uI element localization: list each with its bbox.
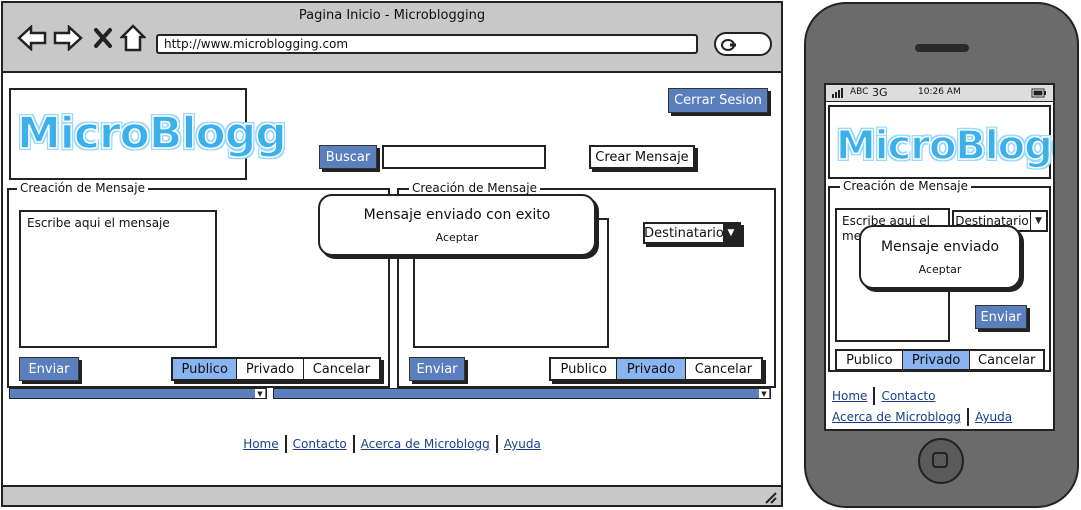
phone-popup-accept-button[interactable]: Aceptar — [918, 262, 962, 276]
phone-logo: MicroBlogg — [835, 122, 1053, 170]
clock-label: 10:26 AM — [918, 87, 961, 97]
recipient-dropdown[interactable]: Destinatario ▼ — [643, 222, 741, 244]
phone-screen: ABC 3G 10:26 AM MicroBlogg Creación de M… — [824, 83, 1055, 431]
stop-icon[interactable] — [93, 27, 113, 53]
battery-icon — [1031, 88, 1047, 101]
phone-message-panel: Creación de Mensaje Escribe aqui el mens… — [828, 179, 1051, 372]
forward-icon[interactable] — [53, 24, 83, 55]
phone-speaker — [915, 44, 969, 52]
logo: MicroBlogg — [16, 107, 287, 160]
footer-link-acerca[interactable]: Acerca de Microblogg — [360, 437, 490, 451]
left-private-option[interactable]: Privado — [237, 359, 304, 379]
phone-recipient-label: Destinatario — [955, 214, 1029, 228]
left-dropdown-strip[interactable]: ▼ — [9, 388, 267, 399]
phone-public-option[interactable]: Publico — [837, 351, 903, 369]
home-square-icon — [932, 452, 948, 468]
signal-icon — [832, 88, 846, 101]
phone-success-popup: Mensaje enviado Aceptar — [859, 225, 1021, 289]
phone-status-bar: ABC 3G 10:26 AM — [826, 85, 1053, 102]
right-dropdown-strip[interactable]: ▼ — [273, 388, 771, 399]
message-placeholder: Escribe aqui el mensaje — [27, 216, 170, 230]
strip-arrow-icon: ▼ — [255, 389, 265, 398]
carrier-label: ABC — [850, 87, 869, 97]
left-send-button[interactable]: Enviar — [19, 357, 79, 381]
left-privacy-toggle: Publico Privado Cancelar — [171, 357, 381, 381]
search-input[interactable] — [382, 145, 546, 169]
phone-link-home[interactable]: Home — [832, 389, 868, 403]
status-bar — [3, 485, 781, 505]
phone-private-option[interactable]: Privado — [902, 351, 971, 369]
phone-popup-message: Mensaje enviado — [880, 238, 1000, 255]
address-bar[interactable]: http://www.microblogging.com — [156, 34, 698, 54]
phone-footer-links: Home Contacto Acerca de Microblogg Ayuda — [832, 385, 1052, 427]
strip-arrow-icon: ▼ — [759, 389, 769, 398]
success-popup: Mensaje enviado con exito Aceptar — [318, 194, 596, 256]
phone-cancel-option[interactable]: Cancelar — [978, 352, 1036, 368]
browser-search[interactable] — [714, 32, 772, 56]
left-public-option[interactable]: Publico — [173, 359, 238, 379]
popup-accept-button[interactable]: Aceptar — [435, 230, 479, 244]
recipient-label: Destinatario — [644, 225, 724, 241]
footer-links: Home Contacto Acerca de Microblogg Ayuda — [3, 433, 781, 453]
footer-link-ayuda[interactable]: Ayuda — [503, 437, 541, 451]
footer-link-home[interactable]: Home — [243, 437, 279, 451]
phone-link-ayuda[interactable]: Ayuda — [975, 410, 1013, 424]
right-private-option[interactable]: Privado — [617, 359, 686, 379]
phone-home-button[interactable] — [918, 438, 964, 484]
phone-panel-legend: Creación de Mensaje — [840, 179, 971, 193]
right-send-button[interactable]: Enviar — [409, 357, 465, 381]
phone-body: ABC 3G 10:26 AM MicroBlogg Creación de M… — [804, 2, 1079, 508]
popup-message: Mensaje enviado con exito — [363, 206, 551, 223]
left-message-textarea[interactable]: Escribe aqui el mensaje — [19, 210, 217, 348]
right-cancel-option[interactable]: Cancelar — [694, 361, 753, 377]
phone-link-acerca[interactable]: Acerca de Microblogg — [832, 410, 962, 424]
window-title: Pagina Inicio - Microblogging — [298, 8, 486, 23]
right-public-option[interactable]: Publico — [551, 359, 618, 379]
left-cancel-option[interactable]: Cancelar — [312, 361, 371, 377]
phone-privacy-toggle: Publico Privado Cancelar — [835, 349, 1045, 371]
logo-box: MicroBlogg — [9, 88, 287, 180]
dropdown-arrow-icon: ▼ — [1030, 212, 1046, 230]
left-message-panel: Creación de Mensaje Escribe aqui el mens… — [7, 181, 390, 388]
home-icon[interactable] — [118, 24, 148, 56]
phone-logo-box: MicroBlogg — [828, 105, 1053, 179]
right-panel-legend: Creación de Mensaje — [409, 181, 540, 195]
resize-grip-icon[interactable] — [763, 489, 777, 508]
footer-link-contacto[interactable]: Contacto — [292, 437, 347, 451]
address-url: http://www.microblogging.com — [164, 37, 349, 51]
dropdown-arrow-icon: ▼ — [723, 224, 739, 242]
search-button[interactable]: Buscar — [319, 145, 377, 169]
left-panel-legend: Creación de Mensaje — [17, 181, 148, 195]
phone-send-button[interactable]: Enviar — [975, 305, 1027, 329]
browser-toolbar: Pagina Inicio - Microblogging http://www… — [3, 3, 781, 73]
back-icon[interactable] — [17, 24, 47, 55]
logout-button[interactable]: Cerrar Sesion — [668, 88, 768, 113]
network-label: 3G — [872, 86, 888, 99]
search-icon — [720, 37, 738, 57]
phone-link-contacto[interactable]: Contacto — [881, 389, 936, 403]
browser-window: Pagina Inicio - Microblogging http://www… — [1, 1, 783, 507]
right-privacy-toggle: Publico Privado Cancelar — [549, 357, 763, 381]
create-message-button[interactable]: Crear Mensaje — [589, 145, 695, 169]
